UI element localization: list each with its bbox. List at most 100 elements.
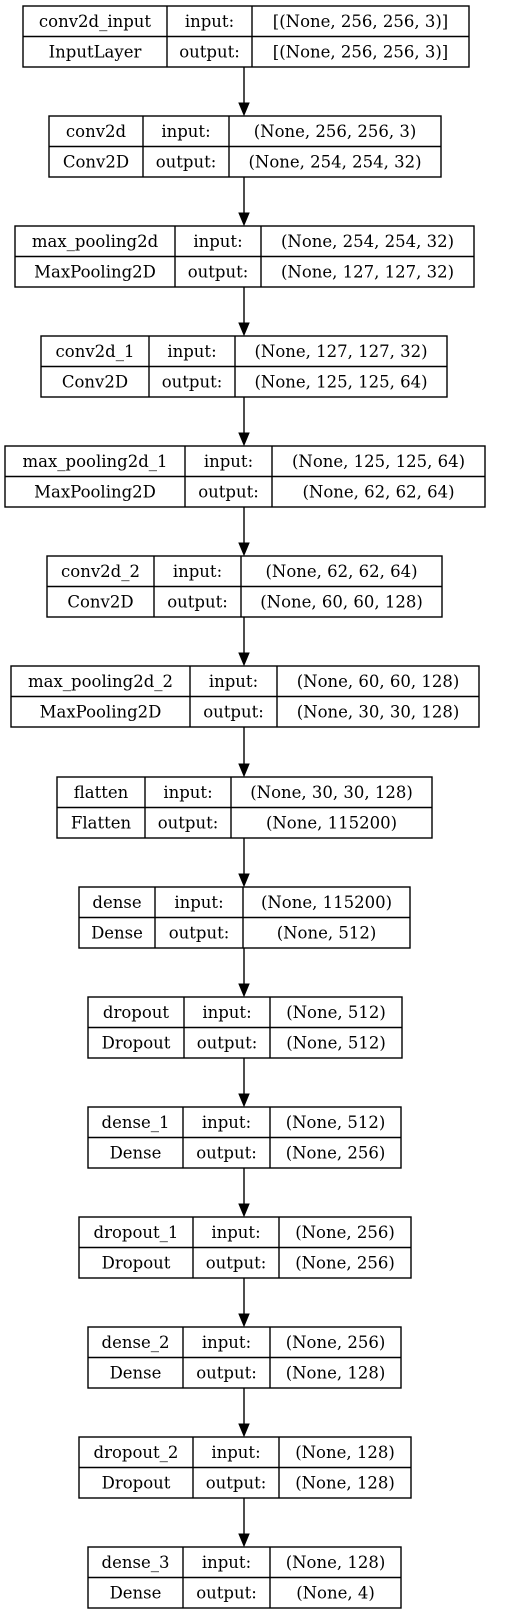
layer-type: Conv2D: [62, 372, 128, 391]
layer-name: max_pooling2d: [32, 232, 159, 251]
input-shape: (None, 254, 254, 32): [281, 232, 454, 251]
flow-arrow: [238, 838, 250, 888]
arrow-head: [238, 652, 250, 667]
arrow-head: [238, 1313, 250, 1328]
output-label: output:: [206, 1253, 267, 1272]
layer-node-max-pooling2d-2: max_pooling2d_2MaxPooling2Dinput:output:…: [10, 665, 480, 728]
layer-type: Conv2D: [67, 592, 133, 611]
layer-name: dropout_2: [94, 1443, 179, 1462]
arrow-head: [238, 212, 250, 227]
input-label: input:: [202, 1553, 251, 1572]
flow-arrow: [238, 1498, 250, 1548]
input-shape: (None, 60, 60, 128): [297, 672, 460, 691]
layer-name: dropout: [103, 1003, 170, 1022]
flow-arrow: [238, 1168, 250, 1218]
input-label: input:: [209, 672, 258, 691]
output-shape: (None, 62, 62, 64): [302, 482, 454, 501]
arrow-head: [238, 983, 250, 998]
input-label: input:: [174, 893, 223, 912]
layer-type: MaxPooling2D: [34, 482, 156, 501]
output-shape: (None, 127, 127, 32): [281, 262, 454, 281]
flow-arrow: [238, 948, 250, 998]
input-shape: [(None, 256, 256, 3)]: [273, 12, 448, 31]
layer-type: Conv2D: [63, 152, 129, 171]
output-shape: (None, 256): [295, 1253, 395, 1272]
input-label: input:: [202, 1333, 251, 1352]
input-shape: (None, 115200): [261, 893, 392, 912]
input-label: input:: [202, 1113, 251, 1132]
output-shape: (None, 60, 60, 128): [260, 592, 423, 611]
input-label: input:: [204, 452, 253, 471]
flow-arrow: [238, 287, 250, 337]
output-shape: (None, 254, 254, 32): [248, 152, 421, 171]
input-label: input:: [185, 12, 234, 31]
flow-arrow: [238, 177, 250, 227]
output-label: output:: [197, 1033, 258, 1052]
layer-name: max_pooling2d_1: [22, 452, 167, 471]
layer-type: MaxPooling2D: [40, 702, 162, 721]
input-label: input:: [167, 342, 216, 361]
arrow-head: [238, 1093, 250, 1108]
output-label: output:: [167, 592, 228, 611]
arrow-head: [238, 102, 250, 117]
input-shape: (None, 125, 125, 64): [292, 452, 465, 471]
output-shape: (None, 128): [295, 1473, 395, 1492]
output-label: output:: [198, 482, 259, 501]
layer-type: MaxPooling2D: [34, 262, 156, 281]
layer-type: Dense: [110, 1363, 162, 1382]
input-label: input:: [161, 122, 210, 141]
input-label: input:: [193, 232, 242, 251]
output-shape: (None, 4): [296, 1583, 375, 1602]
arrow-head: [238, 542, 250, 557]
flow-arrow: [238, 1388, 250, 1438]
input-label: input:: [173, 562, 222, 581]
output-shape: (None, 115200): [266, 813, 397, 832]
layer-name: conv2d_2: [61, 562, 140, 581]
layer-name: dense_1: [102, 1113, 170, 1132]
output-label: output:: [196, 1583, 257, 1602]
output-shape: (None, 512): [277, 923, 377, 942]
input-label: input:: [202, 1003, 251, 1022]
layer-type: Dropout: [102, 1253, 171, 1272]
layer-name: conv2d_input: [39, 12, 152, 31]
output-label: output:: [188, 262, 249, 281]
output-shape: (None, 128): [286, 1363, 386, 1382]
arrow-head: [238, 763, 250, 778]
arrow-head: [238, 873, 250, 888]
layer-type: Dense: [110, 1583, 162, 1602]
layer-type: Flatten: [71, 813, 132, 832]
flow-arrow: [238, 397, 250, 447]
layer-name: conv2d_1: [56, 342, 135, 361]
arrow-head: [238, 432, 250, 447]
output-label: output:: [169, 923, 230, 942]
layer-name: flatten: [74, 783, 129, 802]
layer-type: Dense: [91, 923, 143, 942]
output-label: output:: [179, 42, 240, 61]
arrow-head: [238, 1423, 250, 1438]
output-shape: [(None, 256, 256, 3)]: [273, 42, 448, 61]
input-label: input:: [211, 1223, 260, 1242]
output-label: output:: [162, 372, 223, 391]
flow-arrow: [238, 1058, 250, 1108]
input-label: input:: [163, 783, 212, 802]
flow-arrow: [238, 67, 250, 117]
layer-type: InputLayer: [49, 42, 142, 61]
output-label: output:: [206, 1473, 267, 1492]
flow-arrow: [238, 1278, 250, 1328]
arrow-head: [238, 1203, 250, 1218]
